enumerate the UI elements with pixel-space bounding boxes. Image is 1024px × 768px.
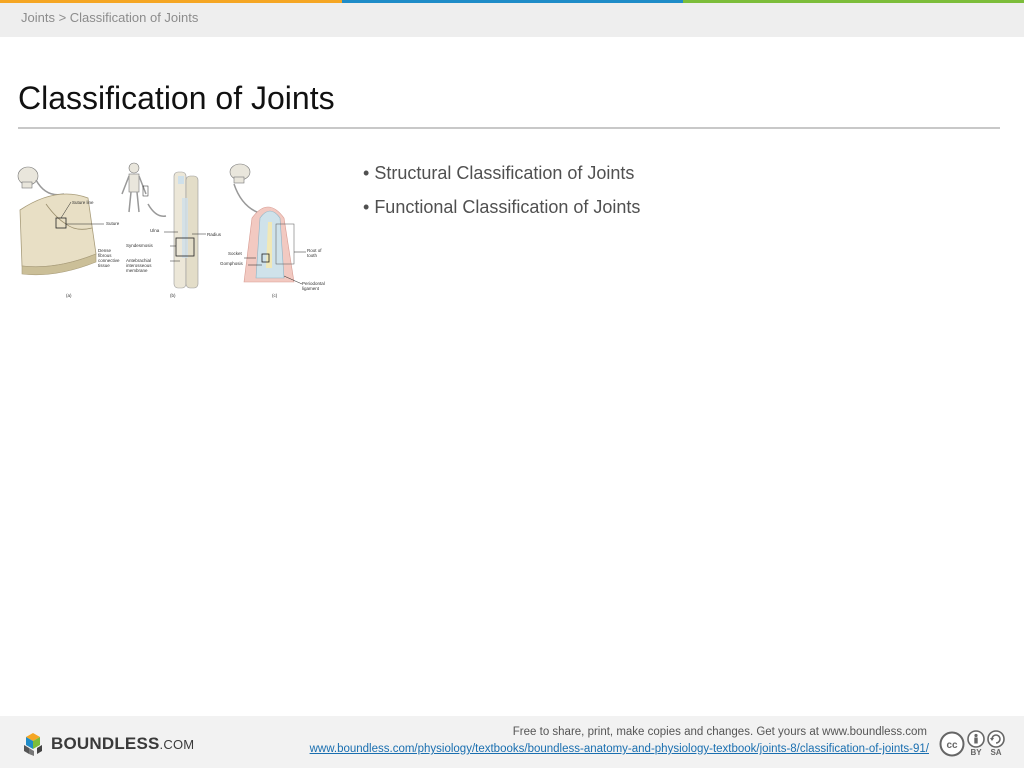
cube-logo-icon: [24, 733, 42, 756]
svg-text:Radius: Radius: [207, 232, 222, 237]
cc-icon: cc: [939, 731, 965, 756]
joints-figure: Suture line Suture Dense fibrous connect…: [16, 158, 336, 302]
bullet-marker: •: [363, 163, 370, 183]
title-divider: [18, 127, 1000, 129]
bullet-marker: •: [363, 197, 370, 217]
svg-text:Suture line: Suture line: [72, 200, 94, 205]
share-notice: Free to share, print, make copies and ch…: [512, 726, 927, 738]
logo-wordmark: BOUNDLESS.COM: [51, 734, 195, 753]
bullet-item[interactable]: •Functional Classification of Joints: [363, 190, 640, 224]
svg-text:(a): (a): [66, 293, 72, 298]
license-badge[interactable]: cc BY SA: [939, 730, 1005, 757]
svg-text:Root of: Root of: [307, 248, 322, 253]
boundless-logo[interactable]: BOUNDLESS.COM: [21, 732, 194, 756]
attribution-icon: [967, 730, 985, 748]
svg-text:Syndesmosis: Syndesmosis: [126, 243, 154, 248]
svg-text:tooth: tooth: [307, 253, 318, 258]
svg-text:Suture: Suture: [106, 221, 120, 226]
sa-badge: SA: [987, 730, 1005, 757]
breadcrumb: Joints > Classification of Joints: [21, 10, 199, 25]
top-bar: Joints > Classification of Joints: [0, 0, 1024, 37]
bullet-text: Functional Classification of Joints: [374, 197, 641, 217]
bullet-text: Structural Classification of Joints: [374, 163, 635, 183]
bullet-list: •Structural Classification of Joints •Fu…: [363, 156, 640, 224]
svg-text:cc: cc: [946, 740, 958, 751]
svg-text:Periodontal: Periodontal: [302, 281, 325, 286]
svg-text:membrane: membrane: [126, 268, 148, 273]
svg-text:interosseous: interosseous: [126, 263, 152, 268]
accent-stripe-orange: [0, 0, 342, 3]
accent-stripe-green: [683, 0, 1024, 3]
svg-text:fibrous: fibrous: [98, 253, 112, 258]
footer: BOUNDLESS.COM Free to share, print, make…: [0, 716, 1024, 768]
page-title: Classification of Joints: [18, 80, 335, 116]
skull-icon: [229, 163, 251, 184]
by-badge: BY: [967, 730, 985, 757]
skeleton-icon: [121, 162, 149, 213]
svg-text:Gomphosis: Gomphosis: [220, 261, 244, 266]
source-link[interactable]: www.boundless.com/physiology/textbooks/b…: [309, 743, 929, 755]
svg-text:Dense: Dense: [98, 248, 112, 253]
svg-text:(c): (c): [272, 293, 278, 298]
svg-text:tissue: tissue: [98, 263, 110, 268]
svg-text:ligament: ligament: [302, 286, 320, 291]
svg-text:connective: connective: [98, 258, 120, 263]
svg-text:Antebrachial: Antebrachial: [126, 258, 151, 263]
svg-text:(b): (b): [170, 293, 176, 298]
svg-text:Ulna: Ulna: [150, 228, 160, 233]
share-alike-icon: [987, 730, 1005, 748]
bullet-item[interactable]: •Structural Classification of Joints: [363, 156, 640, 190]
skull-icon: [17, 166, 39, 189]
svg-text:Socket: Socket: [228, 251, 243, 256]
joints-illustration: Suture line Suture Dense fibrous connect…: [17, 162, 325, 298]
accent-stripe-blue: [342, 0, 683, 3]
